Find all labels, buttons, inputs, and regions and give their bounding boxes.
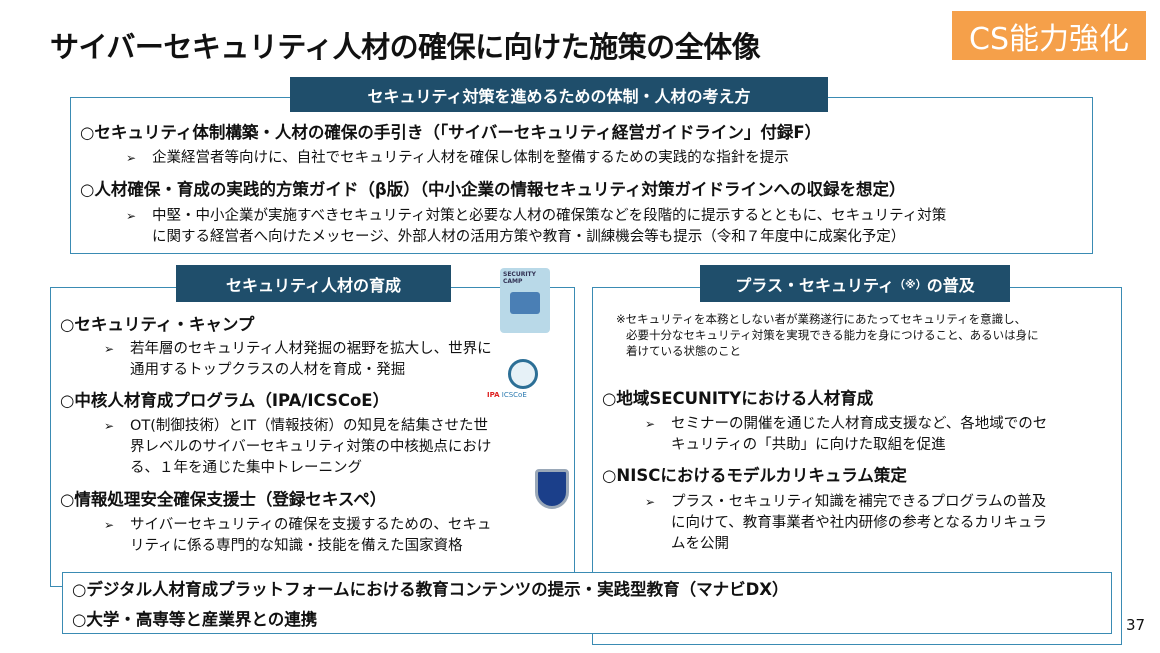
bullet-text: サイバーセキュリティの確保を支援するための、セキュ — [130, 517, 492, 533]
logo-text: SECURITY CAMP — [503, 271, 536, 285]
training-tab: セキュリティ人材の育成 — [176, 265, 451, 302]
registered-specialist-shield-icon — [535, 469, 569, 509]
icscoe-caption: IPA ICSCoE — [487, 391, 527, 399]
arrow-icon: ➢ — [126, 209, 137, 223]
tab-note: （※） — [894, 277, 927, 291]
tab-text: プラス・セキュリティ — [735, 275, 894, 295]
core-program-heading: ○中核人材育成プログラム（IPA/ICSCoE） — [60, 391, 390, 410]
camp-bullet: ➢ 若年層のセキュリティ人材発掘の裾野を拡大し、世界に通用するトップクラスの人材を… — [104, 339, 492, 381]
bullet-text: OT(制御技術）とIT（情報技術）の知見を結集させた世 — [130, 418, 489, 434]
bullet-text: プラス・セキュリティ知識を補完できるプログラムの普及 — [671, 494, 1047, 510]
icscoe-logo — [508, 359, 538, 389]
bullet-text: ムを公開 — [671, 536, 729, 552]
arrow-icon: ➢ — [645, 495, 656, 509]
bullet-text: に関する経営者へ向けたメッセージ、外部人材の活用方策や教育・訓練機会等も提示（令… — [152, 229, 906, 245]
secunity-heading: ○地域SECUNITYにおける人材育成 — [602, 389, 874, 408]
arrow-icon: ➢ — [104, 342, 115, 356]
bullet-text: 界レベルのサイバーセキュリティ対策の中核拠点におけ — [130, 439, 492, 455]
bullet-text: 企業経営者等向けに、自社でセキュリティ人材を確保し体制を整備するための実践的な指… — [152, 150, 789, 166]
bullet-text: セミナーの開催を通じた人材育成支援など、各地域でのセ — [671, 416, 1048, 432]
bullet-text: 若年層のセキュリティ人材発掘の裾野を拡大し、世界に — [130, 341, 492, 357]
tab-text: の普及 — [926, 275, 975, 295]
joint-initiatives-section — [62, 572, 1112, 634]
note-line: 着けている状態のこと — [626, 344, 741, 358]
guide-bullet: ➢ 企業経営者等向けに、自社でセキュリティ人材を確保し体制を整備するための実践的な… — [126, 148, 789, 169]
bullet-text: る、１年を通じた集中トレーニング — [130, 460, 362, 476]
bullet-text: リティに係る専門的な知識・技能を備えた国家資格 — [130, 538, 463, 554]
camp-heading: ○セキュリティ・キャンプ — [60, 315, 255, 334]
bullet-text: 通用するトップクラスの人材を育成・発掘 — [130, 362, 406, 378]
bullet-text: キュリティの「共助」に向けた取組を促進 — [671, 437, 946, 453]
security-camp-logo: SECURITY CAMP — [500, 268, 550, 333]
bullet-text: に向けて、教育事業者や社内研修の参考となるカリキュラ — [671, 515, 1047, 531]
ipa-text: IPA — [487, 391, 500, 399]
icscoe-text: ICSCoE — [501, 391, 527, 399]
note-line: ※セキュリティを本務としない者が業務遂行にあたってセキュリティを意識し、 — [616, 312, 1027, 326]
training-section — [50, 287, 575, 587]
plus-security-tab: プラス・セキュリティ（※）の普及 — [700, 265, 1010, 302]
practical-guide-heading: ○人材確保・育成の実践的方策ガイド（β版）（中小企業の情報セキュリティ対策ガイド… — [80, 180, 906, 199]
arrow-icon: ➢ — [645, 417, 656, 431]
arrow-icon: ➢ — [104, 518, 115, 532]
secunity-bullet: ➢ セミナーの開催を通じた人材育成支援など、各地域でのセキュリティの「共助」に向け… — [645, 414, 1048, 456]
university-collaboration-heading: ○大学・高専等と産業界との連携 — [72, 610, 318, 629]
nisc-bullet: ➢ プラス・セキュリティ知識を補完できるプログラムの普及に向けて、教育事業者や社内… — [645, 492, 1047, 555]
practical-guide-bullet: ➢ 中堅・中小企業が実施すべきセキュリティ対策と必要な人材の確保策などを段階的に提… — [126, 206, 947, 248]
guide-heading: ○セキュリティ体制構築・人材の確保の手引き（「サイバーセキュリティ経営ガイドライ… — [80, 123, 822, 142]
plus-security-note: ※セキュリティを本務としない者が業務遂行にあたってセキュリティを意識し、必要十分… — [616, 311, 1039, 359]
category-badge: CS能力強化 — [952, 11, 1146, 60]
bullet-text: 中堅・中小企業が実施すべきセキュリティ対策と必要な人材の確保策などを段階的に提示… — [152, 208, 947, 224]
note-line: 必要十分なセキュリティ対策を実現できる能力を身につけること、あるいは身に — [626, 328, 1039, 342]
riss-heading: ○情報処理安全確保支援士（登録セキスペ） — [60, 490, 387, 509]
nisc-heading: ○NISCにおけるモデルカリキュラム策定 — [602, 466, 907, 485]
page-title: サイバーセキュリティ人材の確保に向けた施策の全体像 — [50, 30, 761, 64]
core-program-bullet: ➢ OT(制御技術）とIT（情報技術）の知見を結集させた世界レベルのサイバーセキュ… — [104, 416, 492, 479]
framework-section — [70, 97, 1093, 254]
framework-tab: セキュリティ対策を進めるための体制・人材の考え方 — [290, 77, 828, 112]
page-number: 37 — [1126, 616, 1146, 634]
riss-bullet: ➢ サイバーセキュリティの確保を支援するための、セキュリティに係る専門的な知識・技… — [104, 515, 492, 557]
arrow-icon: ➢ — [126, 151, 137, 165]
manabi-dx-heading: ○デジタル人材育成プラットフォームにおける教育コンテンツの提示・実践型教育（マナ… — [72, 580, 789, 599]
arrow-icon: ➢ — [104, 419, 115, 433]
